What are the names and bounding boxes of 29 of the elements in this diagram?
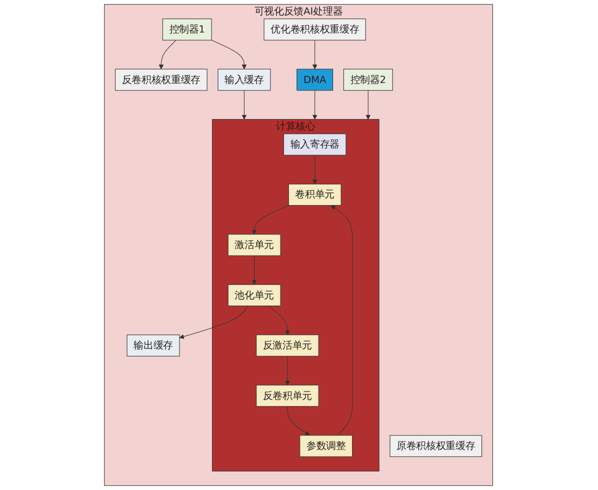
node-box: 输出缓存	[127, 334, 180, 356]
node-box: 反激活单元	[256, 334, 320, 356]
arrow	[212, 40, 248, 70]
node-box: 控制器1	[162, 18, 212, 40]
node-box: 原卷积核权重缓存	[390, 435, 482, 457]
node-box: 输入寄存器	[284, 134, 347, 156]
arrow	[252, 205, 290, 235]
node-box: 参数调整	[300, 435, 354, 457]
arrow	[286, 356, 290, 386]
node-box: 输入缓存	[218, 68, 272, 91]
node-box: 池化单元	[228, 284, 282, 306]
node-box: 反卷积单元	[256, 384, 320, 407]
arrow	[268, 306, 290, 336]
node-box: 反卷积核权重缓存	[116, 68, 208, 91]
arrow	[331, 205, 354, 436]
arrow	[366, 90, 372, 120]
node-box: 控制器2	[344, 68, 394, 91]
node-box: 卷积单元	[288, 184, 342, 206]
arrow	[312, 90, 318, 120]
arrow	[312, 154, 318, 184]
arrow	[159, 40, 177, 70]
node-box: DMA	[297, 68, 334, 91]
arrow	[242, 90, 248, 120]
arrow	[252, 255, 258, 285]
arrow	[288, 406, 310, 436]
arrow	[312, 40, 318, 70]
arrow	[180, 306, 248, 339]
node-box: 优化卷积核权重缓存	[264, 18, 366, 40]
node-box: 激活单元	[228, 234, 282, 256]
